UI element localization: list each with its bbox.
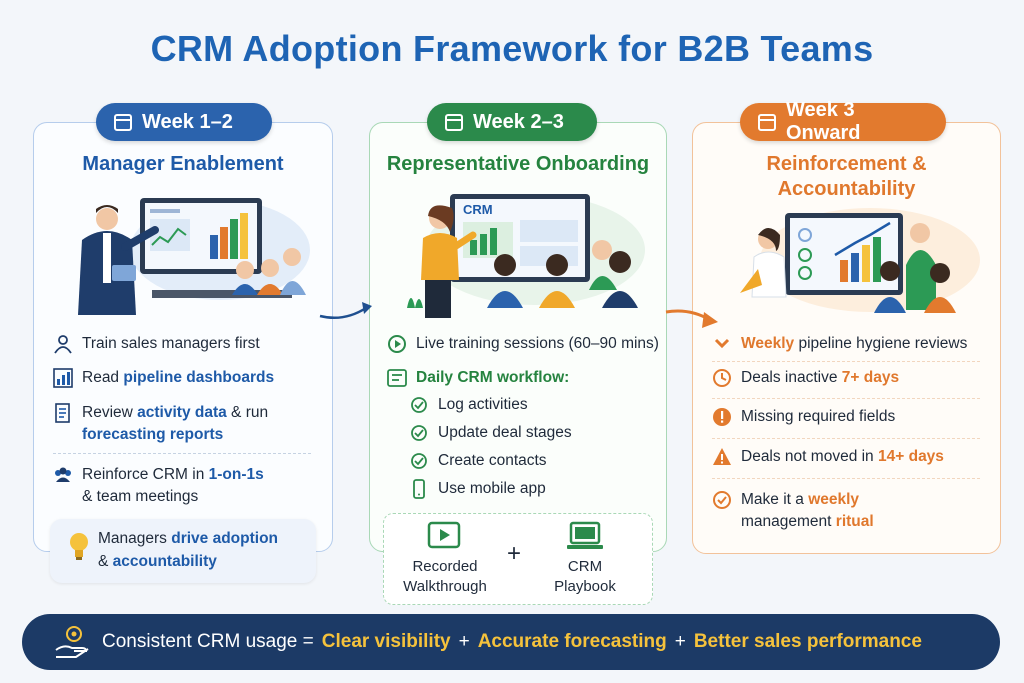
panel-reinforcement — [692, 122, 1001, 554]
summary-lead: Consistent CRM usage = — [102, 631, 314, 652]
list-item-deals-not-moved: Deals not moved in 14+ days — [712, 446, 944, 468]
screen-crm-label: CRM — [463, 202, 493, 217]
lightbulb-icon — [70, 533, 88, 560]
workflow-icon — [387, 369, 407, 387]
manager-presenting-illustration — [78, 198, 310, 315]
list-item-reinforce: Reinforce CRM in 1-on-1s & team meetings — [53, 464, 264, 508]
warning-icon — [713, 448, 731, 465]
check-circle-icon — [713, 491, 731, 509]
calendar-icon — [445, 113, 463, 131]
mobile-icon — [413, 479, 425, 499]
heading-reinforcement: Reinforcement & Accountability — [766, 153, 927, 200]
callout-managers-drive-adoption: Managers drive adoption & accountability — [50, 519, 316, 583]
list-item-missing-fields: Missing required fields — [712, 406, 895, 428]
list-item-deals-inactive: Deals inactive 7+ days — [712, 367, 899, 389]
report-icon — [55, 403, 70, 423]
check-circle-icon — [411, 425, 427, 441]
list-item-live-training: Live training sessions (60–90 mins) — [387, 333, 659, 355]
check-circle-icon — [411, 453, 427, 469]
divider — [712, 361, 980, 362]
calendar-icon — [114, 113, 132, 131]
laptop-icon — [567, 521, 603, 549]
subitem-mobile-app: Use mobile app — [409, 478, 546, 500]
plus-sign: + — [507, 540, 522, 567]
subitem-create-contacts: Create contacts — [409, 450, 547, 472]
page-title: CRM Adoption Framework for B2B Teams — [150, 28, 874, 69]
heading-rep-onboarding: Representative Onboarding — [386, 153, 650, 175]
week-pill-2: Week 2–3 — [427, 103, 597, 141]
week-label: Week 2–3 — [473, 110, 564, 133]
heading-manager-enablement: Manager Enablement — [82, 153, 284, 175]
summary-plus: + — [674, 631, 686, 652]
list-item-review-activity: Review activity data & run forecasting r… — [53, 402, 268, 446]
summary-plus: + — [458, 631, 470, 652]
divider — [712, 478, 980, 479]
divider — [712, 438, 980, 439]
panel-manager-enablement — [33, 122, 333, 552]
video-icon — [427, 521, 461, 549]
list-item-dashboards: Read pipeline dashboards — [53, 367, 274, 389]
summary-clear-visibility: Clear visibility — [321, 631, 451, 652]
resource-recorded-walkthrough: Recorded Walkthrough — [403, 558, 487, 595]
summary-accurate-forecasting: Accurate forecasting — [477, 631, 667, 652]
person-icon — [54, 335, 72, 354]
subitem-update-deal-stages: Update deal stages — [409, 422, 572, 444]
play-circle-icon — [388, 335, 406, 353]
resource-crm-playbook: CRM Playbook — [554, 558, 616, 595]
check-circle-icon — [411, 397, 427, 413]
reinforcement-illustration — [740, 208, 980, 313]
arrow-right-2 — [665, 309, 718, 328]
chevron-icon — [714, 338, 730, 349]
subitem-log-activities: Log activities — [409, 394, 528, 416]
week-label: Week 3 Onward — [786, 99, 861, 144]
list-item-weekly-ritual: Make it a weekly management ritual — [712, 489, 874, 533]
alert-icon — [713, 408, 731, 426]
summary-bar: Consistent CRM usage = Clear visibility … — [22, 614, 1000, 670]
rep-onboarding-illustration: CRM — [407, 194, 645, 318]
list-item-train-managers: Train sales managers first — [53, 333, 260, 355]
list-item-daily-workflow: Daily CRM workflow: — [387, 367, 569, 389]
summary-better-performance: Better sales performance — [693, 631, 922, 652]
chart-icon — [53, 368, 73, 388]
divider — [53, 453, 311, 454]
week-pill-1: Week 1–2 — [96, 103, 272, 141]
clock-icon — [713, 369, 731, 387]
team-icon — [55, 467, 71, 482]
divider — [712, 398, 980, 399]
list-item-weekly-reviews: Weekly pipeline hygiene reviews — [712, 333, 967, 355]
calendar-icon — [758, 113, 776, 131]
week-pill-3: Week 3 Onward — [740, 99, 946, 144]
week-label: Week 1–2 — [142, 110, 233, 133]
hand-gear-icon — [55, 626, 89, 658]
arrow-right-1 — [319, 302, 372, 319]
